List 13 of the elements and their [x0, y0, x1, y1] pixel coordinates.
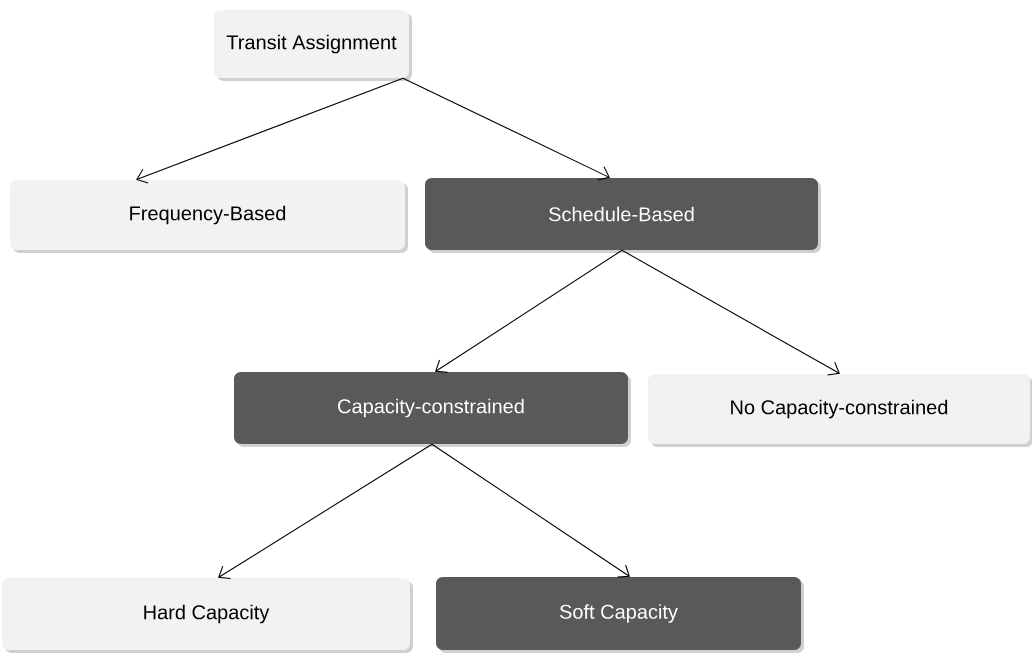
arrow: [435, 249, 623, 373]
arrow: [218, 443, 433, 580]
process-box: Capacity-constrained: [234, 372, 631, 447]
process-box: Schedule-Based: [425, 178, 821, 253]
process-box: Transit Assignment: [214, 10, 412, 81]
process-box: Frequency-Based: [10, 180, 408, 253]
arrow: [621, 249, 840, 376]
arrow: [431, 443, 630, 578]
process-box: Hard Capacity: [2, 578, 413, 653]
process-box: Soft Capacity: [436, 577, 804, 653]
arrow: [402, 77, 610, 181]
process-box: No Capacity-constrained: [648, 374, 1032, 447]
arrow: [136, 77, 404, 184]
